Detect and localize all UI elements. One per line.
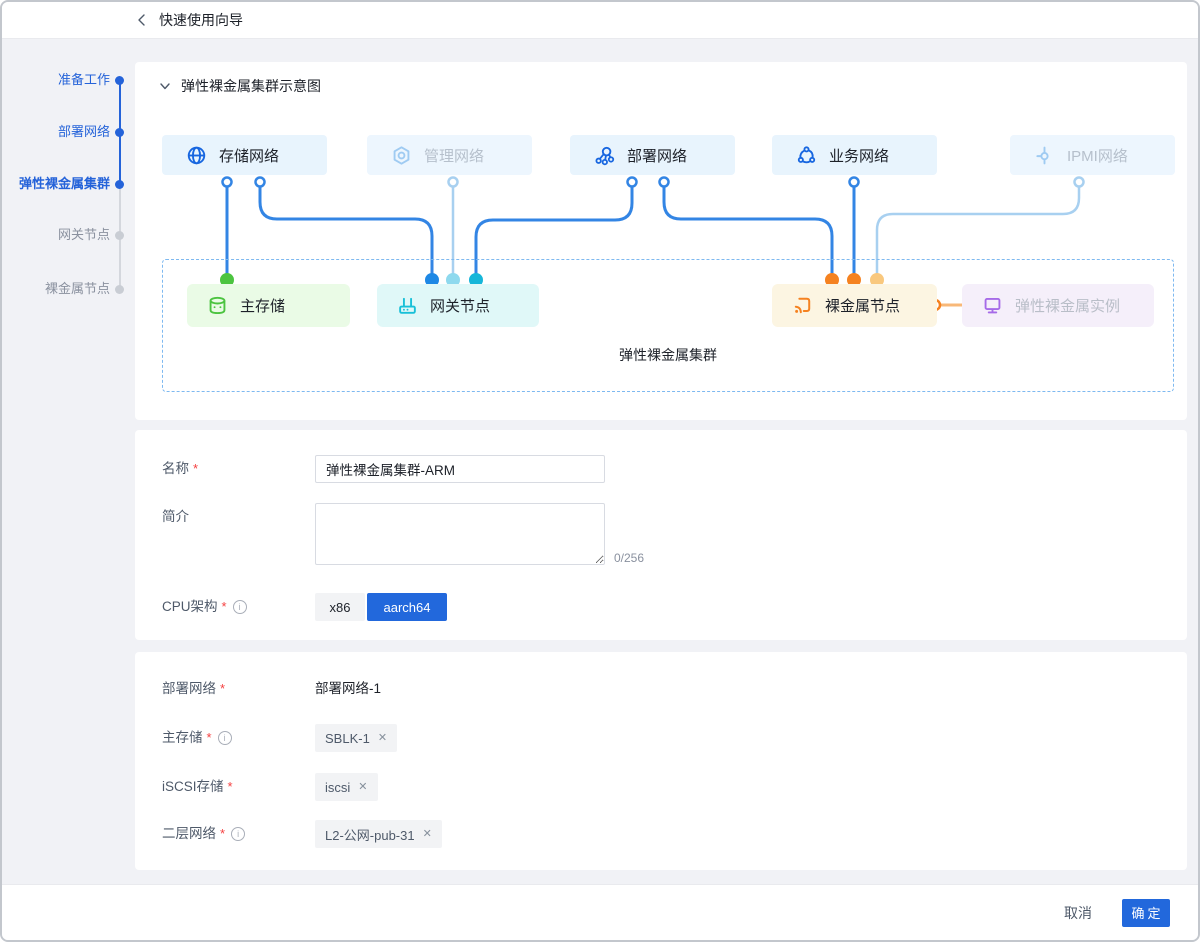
- step-item-prepare[interactable]: 准备工作: [57, 72, 110, 87]
- footer-bar: 取消 确定: [2, 884, 1198, 940]
- probe-icon: [1036, 146, 1049, 164]
- info-icon[interactable]: i: [232, 600, 247, 614]
- info-icon[interactable]: i: [217, 731, 232, 745]
- cluster-boundary: [162, 259, 1174, 392]
- required-marker: *: [220, 681, 226, 696]
- globe-icon: [187, 146, 206, 164]
- node-box-instance: 弹性裸金属实例: [962, 284, 1154, 327]
- node-label: 主存储: [240, 298, 286, 315]
- deploy-network-label: 部署网络*: [162, 679, 225, 699]
- page-title: 快速使用向导: [159, 12, 243, 28]
- cpu-arch-label: CPU架构* i: [162, 597, 247, 617]
- network-box-management: 管理网络: [367, 135, 532, 175]
- char-counter: 0/256: [614, 551, 645, 565]
- node-label: 弹性裸金属实例: [1015, 298, 1121, 315]
- l2-network-tag: L2-公网-pub-31 ✕: [315, 820, 442, 848]
- diagram-card: 弹性裸金属集群示意图: [135, 62, 1187, 420]
- network-label: IPMI网络: [1067, 147, 1128, 165]
- router-icon: [399, 297, 416, 314]
- cluster-label: 弹性裸金属集群: [619, 347, 717, 363]
- step-item-cluster[interactable]: 弹性裸金属集群: [18, 176, 110, 191]
- close-icon[interactable]: ✕: [377, 731, 388, 744]
- chevron-down-icon: [160, 83, 170, 90]
- step-dot: [115, 284, 124, 294]
- monitor-icon: [984, 298, 1001, 314]
- cloud-network-icon: [797, 145, 816, 163]
- iscsi-storage-label: iSCSI存储*: [162, 777, 233, 797]
- content-area: 准备工作 部署网络 弹性裸金属集群 网关节点 裸金属节点 弹性裸金属集群示意图: [2, 39, 1198, 886]
- l2-network-label: 二层网络* i: [162, 824, 246, 844]
- step-dot: [115, 127, 124, 137]
- cpu-option-aarch64[interactable]: aarch64: [367, 593, 447, 621]
- required-marker: *: [220, 826, 226, 841]
- step-dot: [115, 179, 124, 189]
- node-label: 裸金属节点: [825, 298, 901, 315]
- required-marker: *: [221, 599, 227, 614]
- basic-form-card: 名称* 简介 0/256 CPU架构* i x86 aarch64: [135, 430, 1187, 640]
- deploy-network-value: 部署网络-1: [315, 681, 382, 696]
- network-box-storage: 存储网络: [162, 135, 327, 175]
- network-box-ipmi: IPMI网络: [1010, 135, 1175, 175]
- cluster-icon: [595, 146, 615, 165]
- network-box-deploy: 部署网络: [570, 135, 735, 175]
- name-label: 名称*: [162, 459, 198, 479]
- node-box-baremetal: 裸金属节点: [772, 284, 937, 327]
- network-label: 业务网络: [829, 147, 890, 165]
- network-label: 存储网络: [219, 147, 280, 165]
- cpu-option-x86[interactable]: x86: [315, 593, 365, 621]
- section-collapse-toggle[interactable]: 弹性裸金属集群示意图: [159, 76, 321, 96]
- database-icon: [209, 296, 226, 315]
- cancel-button[interactable]: 取消: [1064, 904, 1092, 921]
- titlebar: 快速使用向导: [2, 2, 1198, 39]
- step-item-gateway[interactable]: 网关节点: [57, 227, 110, 242]
- section-title: 弹性裸金属集群示意图: [181, 78, 321, 94]
- name-field[interactable]: [315, 455, 605, 483]
- back-chevron-icon: [138, 14, 145, 26]
- node-label: 网关节点: [430, 298, 491, 315]
- step-item-deploy-network[interactable]: 部署网络: [57, 124, 110, 139]
- step-item-baremetal[interactable]: 裸金属节点: [44, 281, 110, 296]
- back-button[interactable]: [135, 13, 149, 27]
- cast-icon: [794, 297, 811, 314]
- node-box-primary-storage: 主存储: [187, 284, 350, 327]
- network-form-card: 部署网络* 部署网络-1 主存储* i SBLK-1 ✕ iSCSI存储* is…: [135, 652, 1187, 870]
- iscsi-storage-tag: iscsi ✕: [315, 773, 378, 801]
- required-marker: *: [193, 461, 199, 476]
- node-box-gateway: 网关节点: [377, 284, 539, 327]
- primary-storage-label: 主存储* i: [162, 728, 232, 748]
- step-dot: [115, 75, 124, 85]
- network-label: 部署网络: [627, 147, 688, 165]
- hexagon-gear-icon: [393, 145, 410, 165]
- description-label: 简介: [162, 509, 189, 524]
- close-icon[interactable]: ✕: [422, 827, 432, 840]
- required-marker: *: [206, 730, 212, 745]
- description-textarea[interactable]: [315, 503, 605, 565]
- network-label: 管理网络: [424, 147, 485, 165]
- close-icon[interactable]: ✕: [358, 780, 368, 793]
- info-icon[interactable]: i: [231, 827, 246, 841]
- confirm-button[interactable]: 确定: [1122, 898, 1170, 927]
- step-dot: [115, 230, 124, 240]
- required-marker: *: [227, 779, 233, 794]
- wizard-stepper: 准备工作 部署网络 弹性裸金属集群 网关节点 裸金属节点: [2, 39, 135, 339]
- network-box-business: 业务网络: [772, 135, 937, 175]
- primary-storage-tag: SBLK-1 ✕: [315, 724, 398, 752]
